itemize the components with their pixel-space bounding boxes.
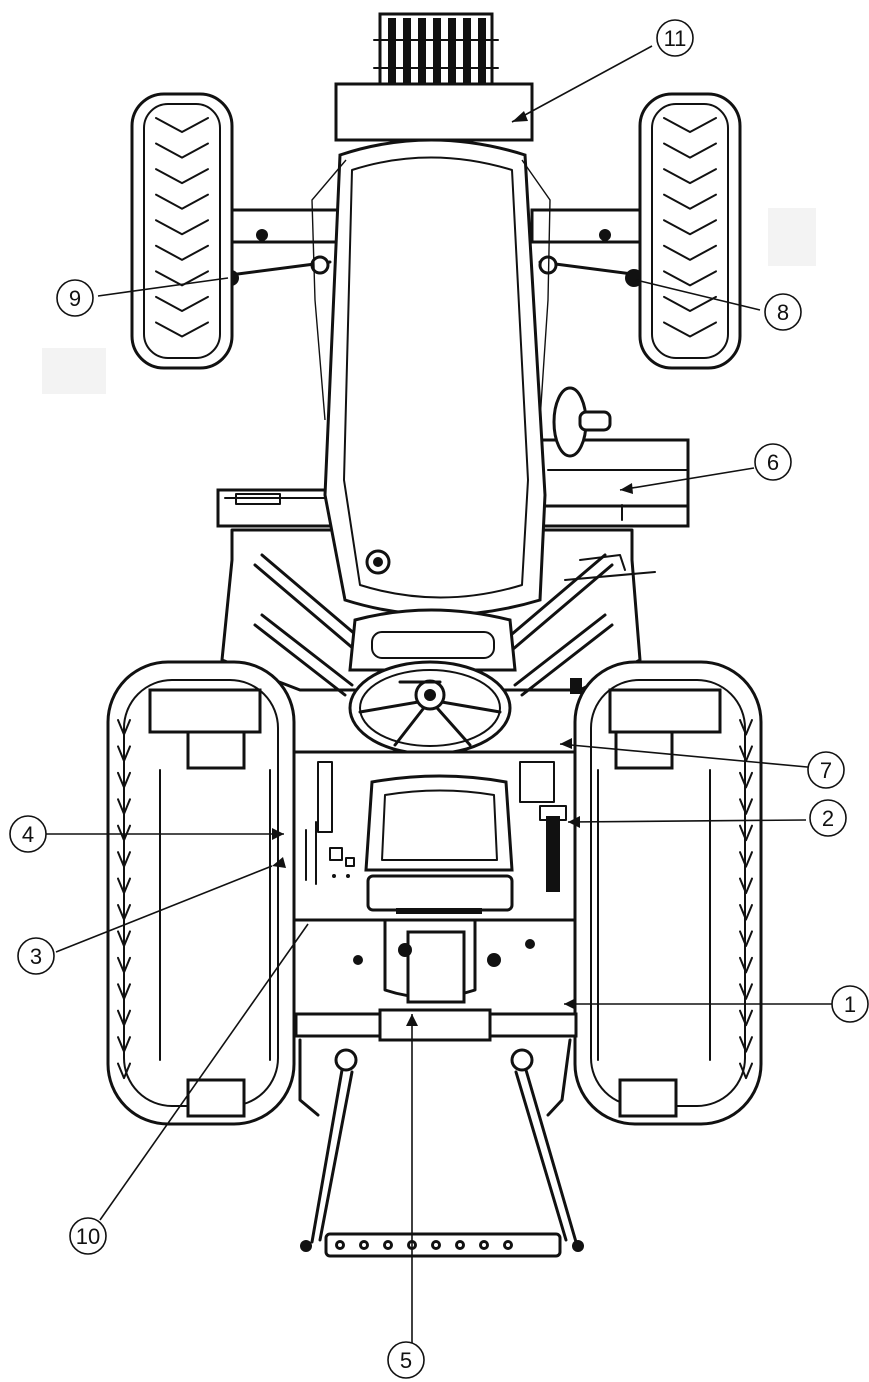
leader-lines xyxy=(46,45,834,1346)
tire-lug xyxy=(155,270,209,287)
callout-11: 11 xyxy=(656,19,694,57)
tire-lug xyxy=(739,1009,753,1027)
tire-lug xyxy=(663,219,717,236)
tire-lug xyxy=(663,270,717,287)
svg-text:4: 4 xyxy=(22,822,34,847)
callout-9: 9 xyxy=(56,279,94,317)
rear-right-tire xyxy=(573,660,763,1126)
tire-lug xyxy=(739,956,753,974)
hand-lever-right xyxy=(539,805,567,892)
tire-lug xyxy=(155,321,209,338)
seat xyxy=(364,774,514,914)
drawbar-hole xyxy=(359,1240,369,1250)
svg-text:7: 7 xyxy=(820,758,832,783)
tire-lug xyxy=(117,1009,131,1027)
tire-lug xyxy=(117,798,131,815)
svg-text:1: 1 xyxy=(844,992,856,1017)
steering-wheel xyxy=(348,660,512,756)
tire-lug xyxy=(155,244,209,261)
drawbar-hole xyxy=(431,1240,441,1250)
callout-5: 5 xyxy=(387,1341,425,1379)
tire-lug xyxy=(739,904,753,921)
drawbar-hole xyxy=(479,1240,489,1250)
rack-bar xyxy=(478,18,486,102)
svg-text:8: 8 xyxy=(777,300,789,325)
tire-lug xyxy=(663,117,717,134)
tire-lug xyxy=(663,295,717,312)
tire-lug xyxy=(739,1036,753,1053)
svg-text:10: 10 xyxy=(76,1224,100,1249)
callout-1: 1 xyxy=(831,985,869,1023)
rack-bar xyxy=(448,18,456,102)
tire-lug xyxy=(155,193,209,210)
callout-6: 6 xyxy=(754,443,792,481)
tire-lug xyxy=(663,142,717,159)
tire-lug xyxy=(117,851,131,868)
tire-lug xyxy=(739,824,753,842)
tire-lug xyxy=(117,983,131,1000)
tire-lug xyxy=(117,1036,131,1053)
tire-lug xyxy=(739,930,753,947)
svg-text:11: 11 xyxy=(664,26,687,51)
tire-lug xyxy=(117,719,131,736)
tire-lug xyxy=(663,244,717,261)
tire-lug xyxy=(663,168,717,185)
svg-text:3: 3 xyxy=(30,944,42,969)
tire-lug xyxy=(739,983,753,1000)
svg-text:2: 2 xyxy=(822,806,834,831)
svg-text:6: 6 xyxy=(767,450,779,475)
tire-lug xyxy=(155,295,209,312)
dashboard xyxy=(348,608,517,672)
svg-text:5: 5 xyxy=(400,1348,412,1373)
drawbar-hole xyxy=(383,1240,393,1250)
callout-7: 7 xyxy=(807,751,845,789)
callout-3: 3 xyxy=(17,937,55,975)
filler-cap xyxy=(552,386,612,458)
callout-8: 8 xyxy=(764,293,802,331)
tire-lug xyxy=(739,798,753,815)
rack-bar xyxy=(418,18,426,102)
front-left-tire xyxy=(130,92,234,370)
tire-lug xyxy=(117,904,131,921)
rack-bar xyxy=(403,18,411,102)
background-patch xyxy=(42,348,106,394)
tire-lug xyxy=(117,824,131,842)
leader-arrowheads xyxy=(272,111,633,1026)
rack-bar xyxy=(388,18,396,102)
tire-lug xyxy=(663,321,717,338)
rack-bar xyxy=(463,18,471,102)
lever xyxy=(570,678,582,694)
tire-lug xyxy=(155,142,209,159)
tire-lug xyxy=(739,771,753,789)
drawbar-hole xyxy=(455,1240,465,1250)
tire-lug xyxy=(739,1062,753,1080)
tire-lug xyxy=(117,956,131,974)
callout-2: 2 xyxy=(809,799,847,837)
background-patch xyxy=(768,208,816,266)
tire-lug xyxy=(739,851,753,868)
rear-hitch xyxy=(294,918,584,1258)
rack-bar xyxy=(433,18,441,102)
tire-lug xyxy=(739,877,753,895)
drawbar-hole xyxy=(503,1240,513,1250)
rear-left-tire xyxy=(106,660,296,1126)
chassis-frame xyxy=(220,528,656,697)
tire-lug xyxy=(117,745,131,762)
tire-lug xyxy=(663,193,717,210)
tire-lug xyxy=(739,719,753,736)
tire-lug xyxy=(117,930,131,947)
tire-lug xyxy=(155,117,209,134)
svg-text:9: 9 xyxy=(69,286,81,311)
tire-lug xyxy=(155,219,209,236)
tire-lug xyxy=(117,877,131,895)
front-right-tire xyxy=(638,92,742,370)
hood xyxy=(311,82,551,617)
callout-4: 4 xyxy=(9,815,47,853)
callout-10: 10 xyxy=(69,1217,107,1255)
tire-lug xyxy=(117,771,131,789)
tire-lug xyxy=(155,168,209,185)
drawbar-hole xyxy=(335,1240,345,1250)
tire-lug xyxy=(117,1062,131,1080)
